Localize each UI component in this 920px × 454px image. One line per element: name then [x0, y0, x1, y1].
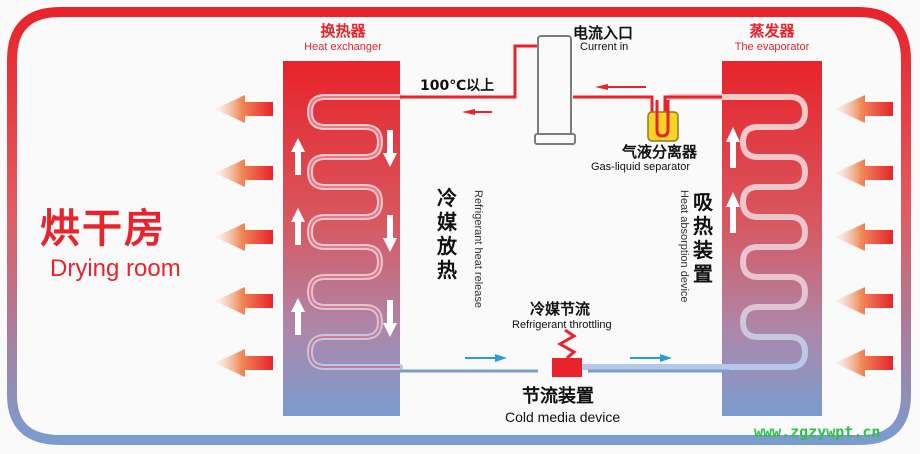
up-arrows-left — [291, 138, 305, 335]
separator-label-cn: 气液分离器 — [622, 143, 698, 161]
heat-exchanger-body — [283, 61, 400, 416]
refrigerant-heat-release-en: Refrigerant heat release — [472, 190, 484, 309]
left-arrow-icon — [462, 109, 492, 115]
right-arrow-icon — [465, 354, 507, 362]
evaporator-label-cn: 蒸发器 — [749, 22, 795, 40]
flow-arrows-cold — [465, 354, 672, 362]
evaporator — [557, 61, 822, 416]
cold-media-device-cn: 节流装置 — [522, 386, 594, 407]
refrigerant-throttling-cn: 冷媒节流 — [530, 300, 591, 318]
current-in-label-en: Current in — [580, 41, 629, 53]
cold-media-device-en: Cold media device — [505, 409, 621, 425]
up-arrow-icon — [291, 208, 305, 245]
heat-exchanger-label-en: Heat exchanger — [304, 41, 382, 53]
hot-refrigerant-line — [400, 44, 722, 118]
heat-absorption-device-en: Heat absorption device — [678, 190, 690, 303]
evaporator-coil — [557, 94, 809, 370]
heat-exchanger-label-cn: 换热器 — [320, 22, 366, 40]
drying-room-title-cn: 烘干房 — [40, 206, 166, 252]
compressor — [534, 35, 576, 145]
heat-input-arrows — [835, 95, 893, 377]
heat-arrow-icon — [215, 95, 273, 123]
heat-arrow-icon — [215, 287, 273, 315]
up-arrows-evaporator — [726, 127, 740, 233]
up-arrow-icon — [291, 138, 305, 175]
up-arrow-icon — [726, 127, 740, 168]
temperature-label: 100℃以上 — [420, 78, 495, 94]
heat-arrow-icon — [215, 349, 273, 377]
refrigerant-throttling-en: Refrigerant throttling — [512, 319, 612, 331]
separator-label-en: Gas-liquid separator — [591, 161, 691, 173]
up-arrow-icon — [291, 298, 305, 335]
heat-arrow-icon — [835, 159, 893, 187]
heat-arrow-icon — [215, 159, 273, 187]
heat-output-arrows — [215, 95, 273, 377]
drying-room-title-en: Drying room — [50, 255, 181, 282]
heat-exchanger — [283, 61, 403, 416]
left-arrow-icon — [595, 84, 646, 90]
heat-arrow-icon — [835, 349, 893, 377]
throttle-valve — [552, 328, 582, 377]
down-arrow-icon — [383, 130, 397, 167]
down-arrows-right — [383, 130, 397, 337]
heat-arrow-icon — [835, 95, 893, 123]
outer-loop-frame — [7, 7, 911, 445]
down-arrow-icon — [383, 300, 397, 337]
evaporator-label-en: The evaporator — [734, 41, 810, 53]
current-in-label-cn: 电流入口 — [573, 24, 634, 42]
right-arrow-icon — [630, 354, 672, 362]
down-arrow-icon — [383, 215, 397, 252]
heat-arrow-icon — [215, 223, 273, 251]
heat-arrow-icon — [835, 287, 893, 315]
flow-arrows-hot — [462, 84, 646, 115]
gas-liquid-separator — [647, 100, 679, 142]
up-arrow-icon — [726, 192, 740, 233]
heat-arrow-icon — [835, 223, 893, 251]
watermark: www.zgzywpt.cn — [754, 423, 881, 441]
